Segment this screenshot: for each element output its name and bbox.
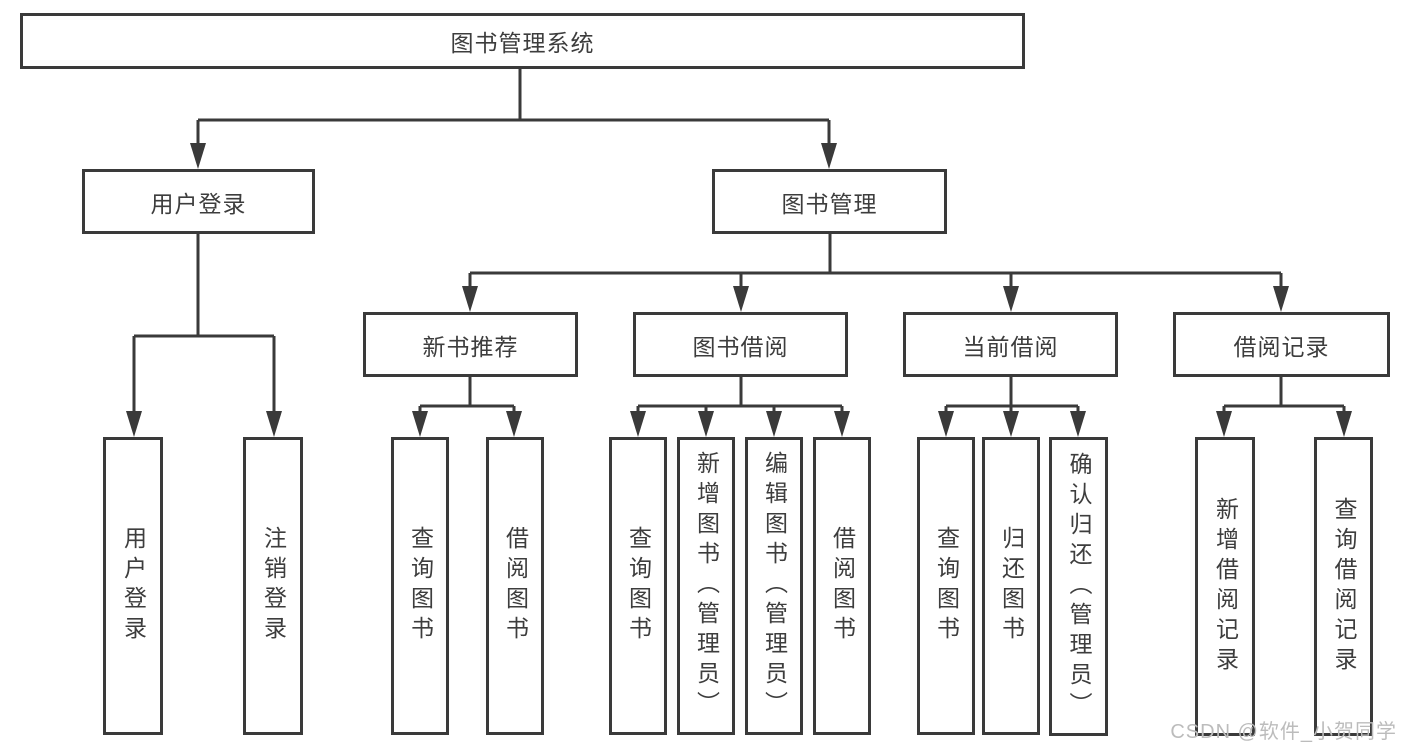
node-leaf-borrow-book-borrowing: 借阅图书 bbox=[813, 437, 871, 735]
arrowheads bbox=[126, 143, 1352, 437]
node-leaf-edit-book-admin: 编辑图书（管理员） bbox=[745, 437, 803, 735]
node-leaf-query-borrow-record: 查询借阅记录 bbox=[1314, 437, 1373, 736]
node-current-borrowing: 当前借阅 bbox=[903, 312, 1118, 377]
node-leaf-query-book-borrowing: 查询图书 bbox=[609, 437, 667, 735]
node-leaf-return-book: 归还图书 bbox=[982, 437, 1040, 735]
node-user-login: 用户登录 bbox=[82, 169, 315, 234]
node-borrowing-records: 借阅记录 bbox=[1173, 312, 1390, 377]
node-leaf-query-book-current: 查询图书 bbox=[917, 437, 975, 735]
connector-paths bbox=[132, 68, 1346, 414]
node-leaf-add-borrow-record: 新增借阅记录 bbox=[1195, 437, 1255, 736]
node-leaf-logout: 注销登录 bbox=[243, 437, 303, 735]
node-leaf-add-book-admin: 新增图书（管理员） bbox=[677, 437, 735, 735]
node-new-book-recommendation: 新书推荐 bbox=[363, 312, 578, 377]
node-library-system: 图书管理系统 bbox=[20, 13, 1025, 69]
node-leaf-confirm-return-admin: 确认归还（管理员） bbox=[1049, 437, 1108, 736]
watermark: CSDN @软件_小贺同学 bbox=[1170, 721, 1397, 743]
node-leaf-user-login: 用户登录 bbox=[103, 437, 163, 735]
node-leaf-borrow-book-recommend: 借阅图书 bbox=[486, 437, 544, 735]
node-leaf-query-book-recommend: 查询图书 bbox=[391, 437, 449, 735]
node-book-borrowing: 图书借阅 bbox=[633, 312, 848, 377]
node-book-management: 图书管理 bbox=[712, 169, 947, 234]
